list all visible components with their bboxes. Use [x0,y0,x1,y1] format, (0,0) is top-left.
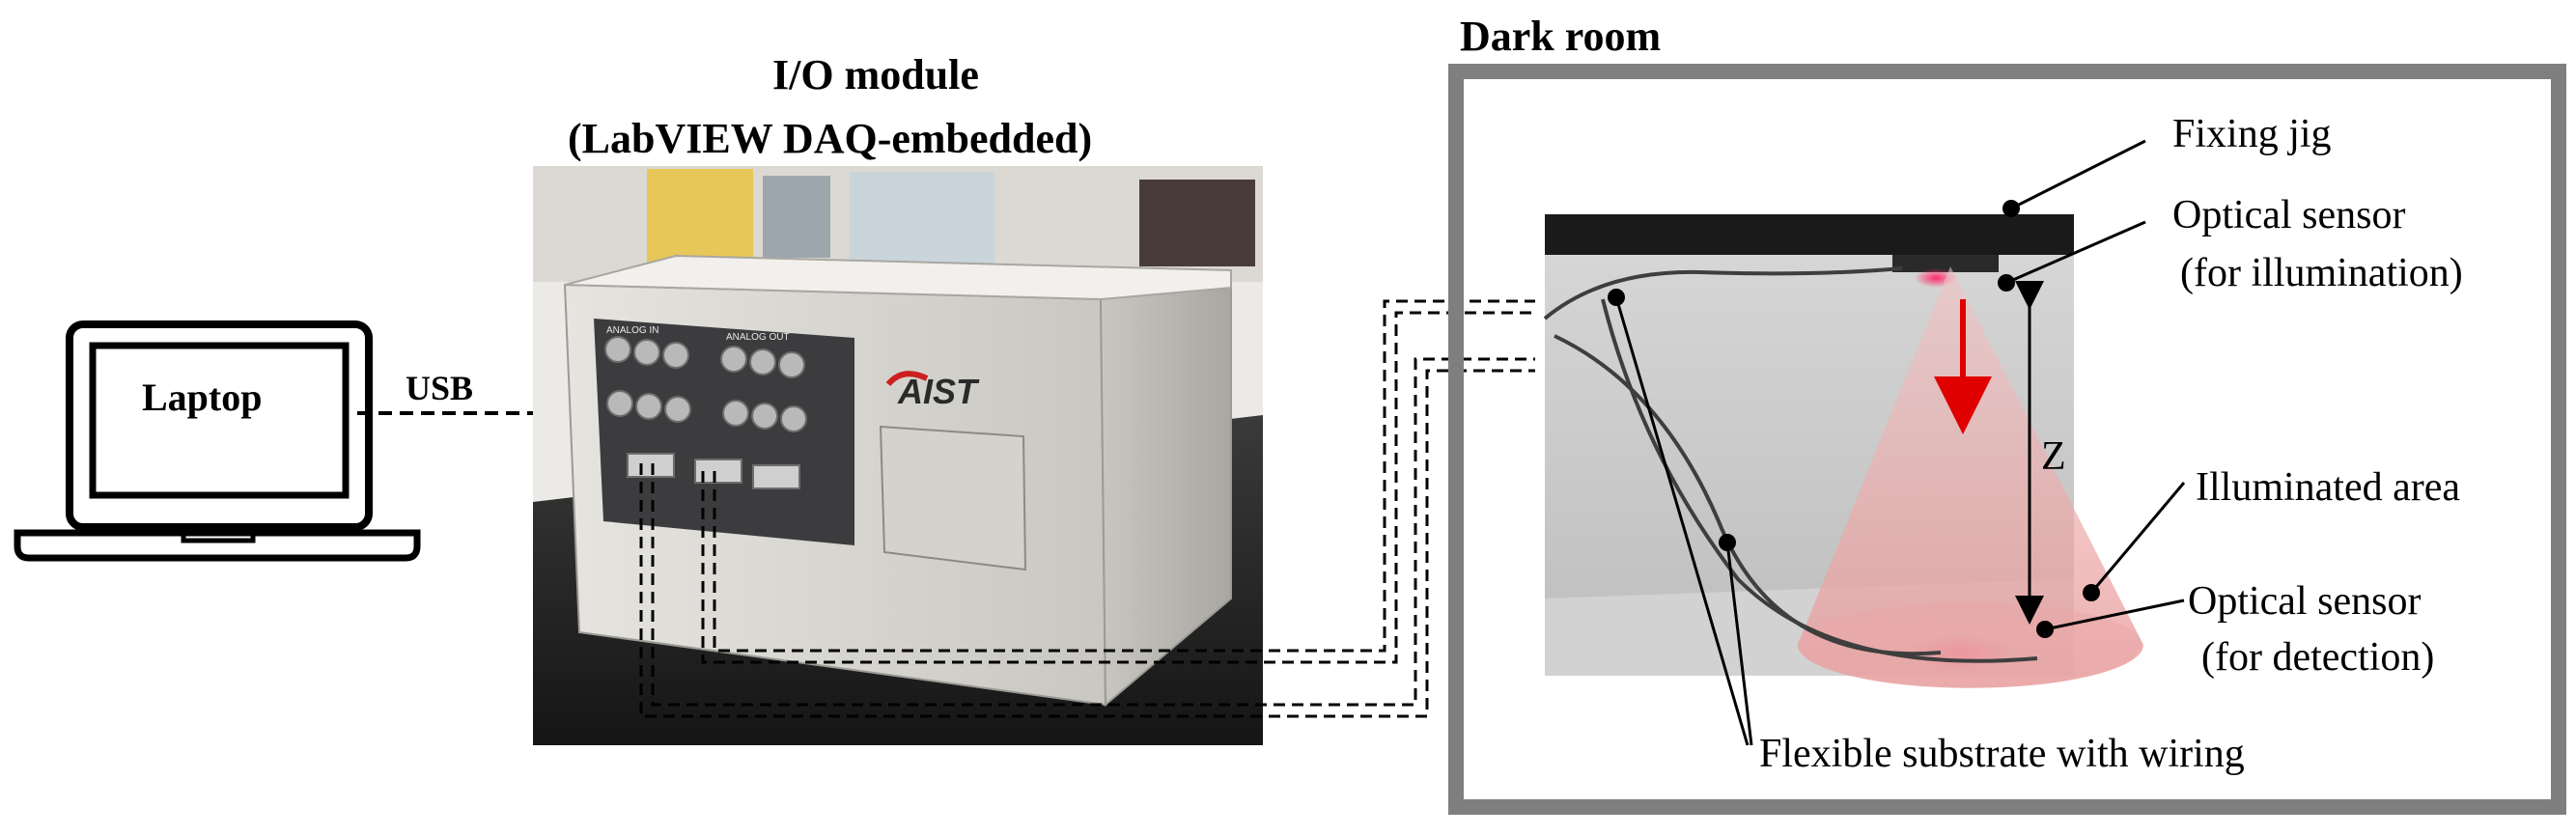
svg-text:AIST: AIST [897,372,980,411]
panel-left-label: ANALOG IN [606,325,658,336]
flexible-substrate [1543,266,2038,663]
optical-sensor-detection-label: Optical sensor [2188,579,2422,624]
dark-room-title: Dark room [1460,13,1662,60]
flexible-substrate-label: Flexible substrate with wiring [1759,732,2245,776]
optical-sensor-illumination-sublabel: (for illumination) [2180,251,2463,295]
laptop-icon [14,320,421,562]
optical-sensor-detection-sublabel: (for detection) [2201,635,2435,680]
optical-sensor-illumination-label: Optical sensor [2172,193,2406,237]
leader-lines [1614,139,2186,746]
dark-room-frame [1448,64,2566,815]
laptop-label: Laptop [142,376,263,419]
distance-z-label: Z [2041,434,2066,479]
fixing-jig-label: Fixing jig [2172,112,2332,156]
io-module-subtitle: (LabVIEW DAQ-embedded) [568,115,1093,162]
illumination-cone [1798,266,2143,688]
illuminated-area-label: Illuminated area [2196,465,2461,510]
panel-right-label: ANALOG OUT [726,332,790,343]
io-module-title: I/O module [772,51,979,98]
illuminated-area [1798,602,2142,687]
usb-label: USB [406,369,474,407]
